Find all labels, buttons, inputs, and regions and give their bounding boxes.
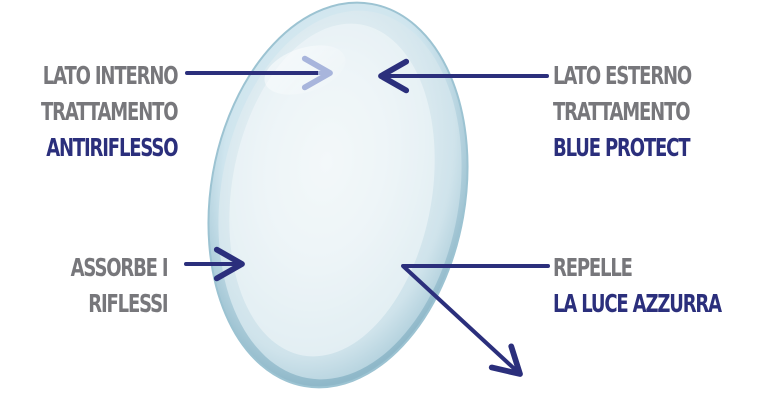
absorbs-line2: RIFLESSI	[70, 286, 167, 322]
repels-line1: REPELLE	[553, 250, 721, 286]
outer-side-line2: TRATTAMENTO	[553, 94, 691, 130]
label-repels: REPELLE LA LUCE AZZURRA	[553, 250, 721, 322]
outer-side-line1: LATO ESTERNO	[553, 58, 691, 94]
lens-illustration	[179, 0, 497, 403]
inner-side-line1: LATO INTERNO	[41, 58, 177, 94]
label-inner-side: LATO INTERNO TRATTAMENTO ANTIRIFLESSO	[41, 58, 177, 166]
absorbs-line1: ASSORBE I	[70, 250, 167, 286]
label-absorbs: ASSORBE I RIFLESSI	[70, 250, 167, 322]
repels-highlight: LA LUCE AZZURRA	[553, 286, 721, 322]
inner-side-line2: TRATTAMENTO	[41, 94, 177, 130]
outer-side-highlight: BLUE PROTECT	[553, 130, 691, 166]
inner-side-highlight: ANTIRIFLESSO	[41, 130, 177, 166]
label-outer-side: LATO ESTERNO TRATTAMENTO BLUE PROTECT	[553, 58, 691, 166]
